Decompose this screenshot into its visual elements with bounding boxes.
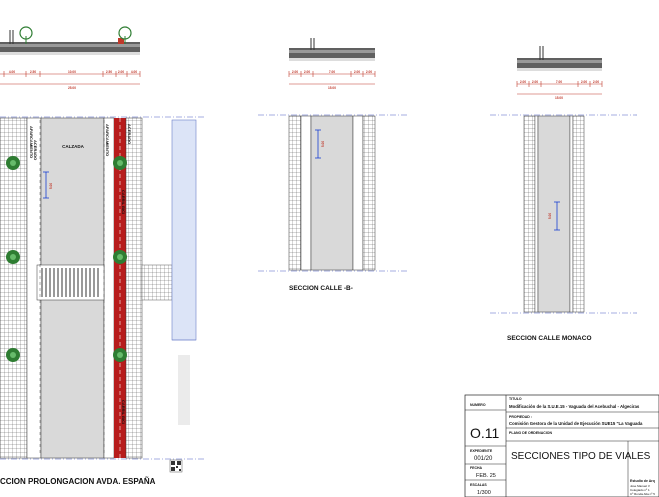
section-b-profile: 2.00 2.00 7.00 2.00 2.00 15.00 xyxy=(288,38,376,90)
tree-icon xyxy=(6,156,20,170)
plano-label: PLANO DE ORDENACION xyxy=(509,431,552,435)
expediente-label: EXPEDIENTE xyxy=(470,449,493,453)
numero-label: NUMERO xyxy=(470,403,486,407)
dimension-label: 2.00 xyxy=(593,80,599,84)
dimension-label: 4.00 xyxy=(131,70,137,74)
dimension-label: 2.00 xyxy=(118,70,124,74)
section-a-plan: 5.00 ACERADO APARCAMIENTO APARCAMIENTO A… xyxy=(0,117,197,459)
author-line: Colegiado nº 1 xyxy=(630,488,650,492)
acerado-left-label: APARCAMIENTO xyxy=(29,126,34,158)
bike-lane-label: CARRIL BICI xyxy=(121,400,126,424)
plan-dimension-marker: 5.00 xyxy=(548,201,560,231)
dimension-label: 2.00 xyxy=(354,70,360,74)
dimension-total: 15.00 xyxy=(328,86,336,90)
calzada-label: CALZADA xyxy=(62,144,84,149)
tree-icon xyxy=(6,348,20,362)
svg-text:5.00: 5.00 xyxy=(49,183,53,189)
propiedad-label: PROPIEDAD : xyxy=(509,415,532,419)
dimension-label: 2.00 xyxy=(292,70,298,74)
section-monaco-profile: 2.00 2.00 7.00 2.00 2.00 15.00 xyxy=(516,46,603,100)
dimension-label: 2.00 xyxy=(366,70,372,74)
plan-dimension-marker: 5.00 xyxy=(43,171,53,199)
dimension-label: 10.00 xyxy=(68,70,76,74)
dimension-total: 25.00 xyxy=(68,86,76,90)
svg-text:5.00: 5.00 xyxy=(548,213,552,219)
dimension-total: 15.00 xyxy=(555,96,563,100)
plan-title: SECCIONES TIPO DE VIALES xyxy=(511,451,651,462)
dimension-label: 7.00 xyxy=(329,70,335,74)
tree-icon xyxy=(113,348,127,362)
aparcamiento-left-label: ACERADO xyxy=(33,140,38,160)
dimension-label: 2.00 xyxy=(520,80,526,84)
dimension-label: 2.50 xyxy=(106,70,112,74)
propiedad-value: Comisión Gestora de la Unidad de Ejecuci… xyxy=(509,421,643,426)
dimension-label: 4.00 xyxy=(9,70,15,74)
tree-icon xyxy=(118,26,132,44)
bike-lane-label: CARRIL BICI xyxy=(121,190,126,214)
tree-icon xyxy=(6,250,20,264)
dimension-label: 2.00 xyxy=(304,70,310,74)
titulo-label: TITULO xyxy=(509,397,522,401)
dimension-label: 2.00 xyxy=(532,80,538,84)
fecha-label: FECHA xyxy=(470,466,483,470)
project-title: Modificación de la S.U.E.15 - Vaguada de… xyxy=(509,404,640,409)
section-monaco-title: SECCION CALLE MONACO xyxy=(507,335,592,342)
tree-icon xyxy=(19,26,33,44)
section-a-title: CCION PROLONGACION AVDA. ESPAÑA xyxy=(0,477,156,486)
section-monaco-plan: 5.00 xyxy=(523,115,585,313)
dimension-label: 7.00 xyxy=(556,80,562,84)
expediente-value: 001/20 xyxy=(474,456,493,462)
scale-value: 1/300 xyxy=(477,490,491,496)
author-line: Jose Manuel V xyxy=(630,484,650,488)
tree-icon xyxy=(113,156,127,170)
title-block: NUMERO O.11 EXPEDIENTE 001/20 FECHA FEB.… xyxy=(464,394,659,497)
fecha-value: FEB. 25 xyxy=(476,473,496,479)
dimension-label: 2.50 xyxy=(30,70,36,74)
plan-number: O.11 xyxy=(470,425,500,441)
section-a-profile: 4.00 2.50 10.00 2.50 2.00 4.00 25.00 xyxy=(0,26,141,90)
svg-text:5.00: 5.00 xyxy=(321,141,325,147)
aparcamiento-right-label: APARCAMIENTO xyxy=(105,124,110,156)
tree-icon xyxy=(113,250,127,264)
dimension-label: 2.00 xyxy=(581,80,587,84)
author-line: Cº Ronda Alta nº 5 xyxy=(630,492,655,496)
qr-code-icon xyxy=(169,459,183,473)
section-b-title: SECCION CALLE -B- xyxy=(289,285,353,292)
plan-dimension-marker: 5.00 xyxy=(315,129,325,159)
escalas-label: ESCALAS xyxy=(470,483,487,487)
author-line: Estudio de Arq xyxy=(630,479,655,483)
section-b-plan: 5.00 xyxy=(288,115,376,271)
acerado-right-label: ACERADO xyxy=(127,124,132,144)
